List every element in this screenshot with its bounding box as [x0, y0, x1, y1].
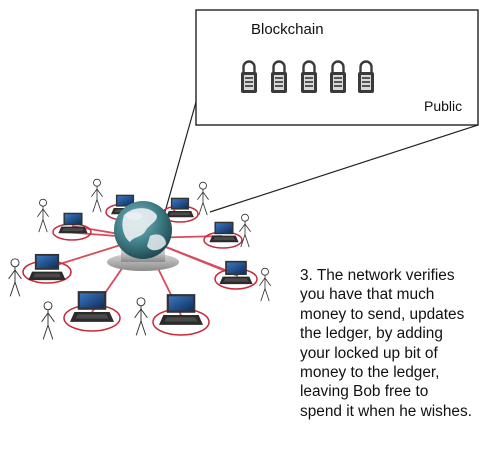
laptop-icon — [58, 212, 88, 234]
stick-figure-icon — [41, 301, 55, 340]
laptop-icon — [28, 253, 66, 281]
laptop-icon — [219, 260, 253, 285]
callout-pointer — [164, 101, 479, 213]
blockchain-title: Blockchain — [251, 21, 324, 38]
stick-figure-icon — [36, 198, 50, 233]
blockchain-box: Blockchain Public — [195, 9, 479, 126]
stick-figure-icon — [90, 178, 104, 213]
stick-figure-icon — [196, 181, 210, 216]
public-label: Public — [424, 98, 462, 114]
stick-figure-icon — [8, 258, 22, 297]
stick-figure-icon — [134, 297, 148, 336]
stick-figure-icon — [258, 267, 272, 302]
step-caption: 3. The network verifies you have that mu… — [300, 267, 472, 420]
laptop-icon — [159, 294, 203, 325]
globe-icon — [107, 201, 179, 271]
laptop-icon — [209, 221, 239, 243]
